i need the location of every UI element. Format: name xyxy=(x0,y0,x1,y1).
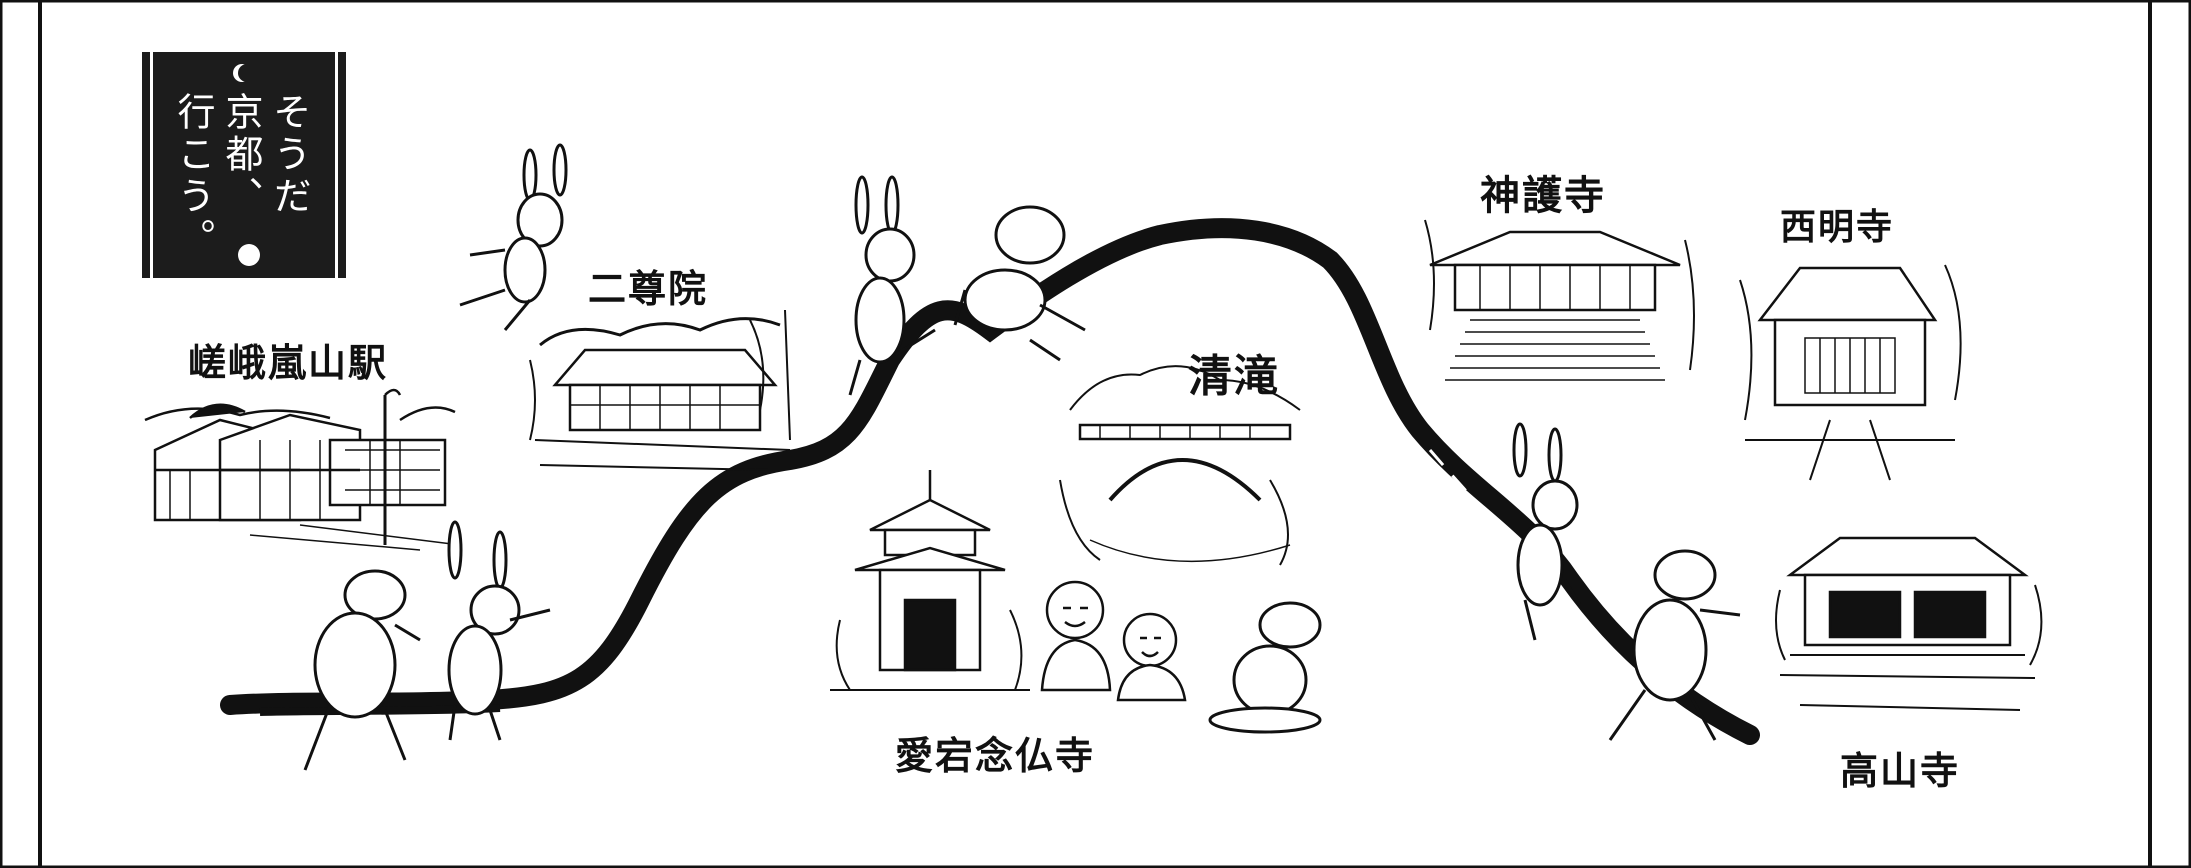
slogan-line-3: 行こう。 xyxy=(171,92,215,260)
temple-icon-nisonin xyxy=(529,309,791,471)
temple-icon-jingoji xyxy=(1424,219,1695,381)
frog-icon xyxy=(303,569,421,771)
temple-icon-saimyoji xyxy=(1739,264,1962,481)
jizo-icon xyxy=(1040,580,1187,702)
label-jingoji: 神護寺 xyxy=(1480,172,1606,219)
rabbit-icon xyxy=(459,143,568,331)
label-saimyoji: 西明寺 xyxy=(1780,206,1895,248)
label-saga-arashiyama-station: 嵯峨嵐山駅 xyxy=(188,340,389,385)
pagoda-icon xyxy=(830,470,1030,691)
label-kozanji: 高山寺 xyxy=(1840,748,1961,793)
frog-icon xyxy=(1208,601,1322,734)
slogan-line-2: 京都、 xyxy=(219,92,263,218)
rabbit-icon xyxy=(1512,422,1582,641)
station-icon xyxy=(144,388,461,551)
frog-icon xyxy=(1608,549,1741,741)
temple-icon-kozanji xyxy=(1775,536,2043,711)
crescent-moon-icon xyxy=(238,64,256,82)
slogan-banner: そうだ 京都、 行こう。 xyxy=(142,52,346,278)
slogan-line-1: そうだ xyxy=(267,92,311,218)
label-otagi-nenbutsuji: 愛宕念仏寺 xyxy=(895,733,1096,778)
rabbit-icon xyxy=(848,175,936,396)
rabbit-icon xyxy=(447,520,551,741)
full-moon-icon xyxy=(238,244,260,266)
bridge-icon xyxy=(1059,365,1301,566)
label-kiyotaki: 清滝 xyxy=(1188,351,1280,402)
frog-icon xyxy=(953,205,1086,362)
label-nisonin: 二尊院 xyxy=(588,266,709,311)
